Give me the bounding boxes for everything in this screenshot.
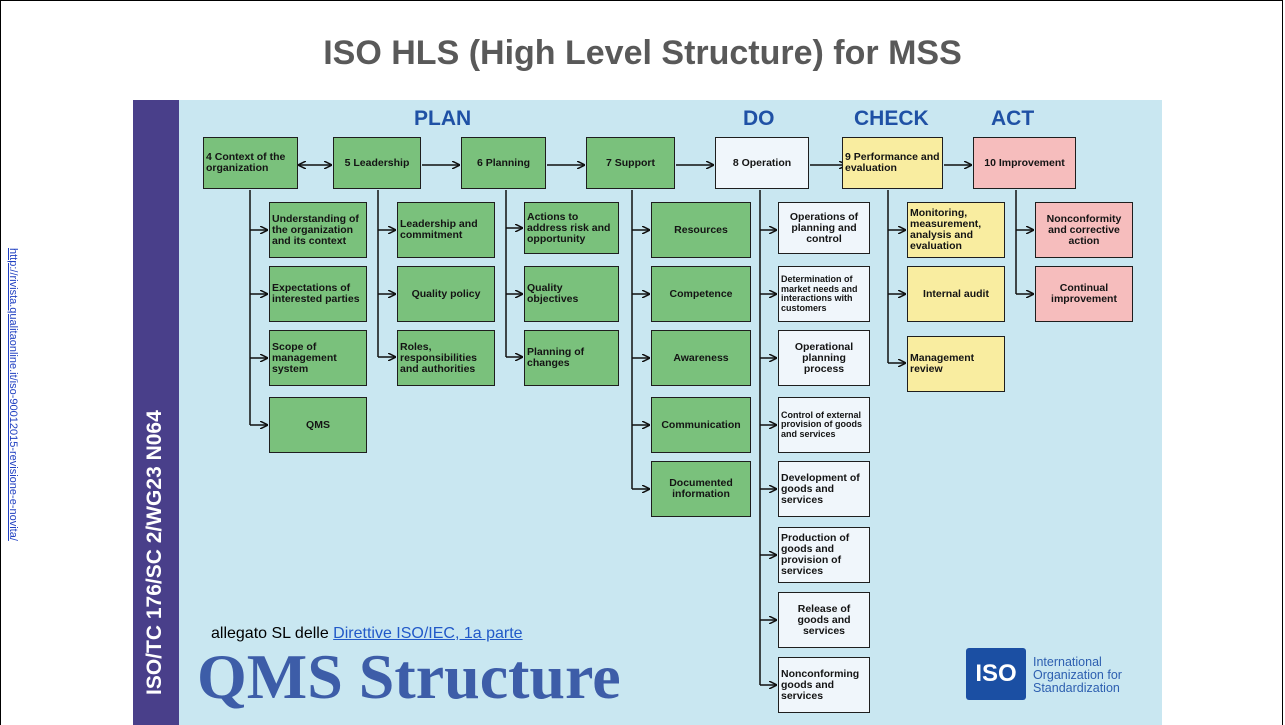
c8-item-operational-planning: Operational planning process <box>778 330 870 386</box>
phase-plan: PLAN <box>414 107 472 130</box>
qms-structure-title: QMS Structure <box>197 641 621 712</box>
c4-item-scope: Scope of management system <box>269 330 367 386</box>
c4-item-understanding: Understanding of the organization and it… <box>269 202 367 258</box>
source-link[interactable]: http://rivista.qualitaonline.it/iso-9001… <box>1 248 23 688</box>
c7-item-competence: Competence <box>651 266 751 322</box>
c5-item-roles: Roles, responsibilities and authorities <box>397 330 495 386</box>
c7-item-documented-info: Documented information <box>651 461 751 517</box>
c10-item-nonconformity: Nonconformity and corrective action <box>1035 202 1133 258</box>
clause-8-operation: 8 Operation <box>715 137 809 189</box>
c6-item-quality-objectives: Quality objectives <box>524 266 619 322</box>
c8-item-external-provision: Control of external provision of goods a… <box>778 397 870 453</box>
slide-title: ISO HLS (High Level Structure) for MSS <box>323 34 962 72</box>
clause-9-performance: 9 Performance and evaluation <box>842 137 943 189</box>
c8-item-release: Release of goods and services <box>778 592 870 648</box>
c4-item-qms: QMS <box>269 397 367 453</box>
clause-10-improvement: 10 Improvement <box>973 137 1076 189</box>
c4-item-expectations: Expectations of interested parties <box>269 266 367 322</box>
c7-item-resources: Resources <box>651 202 751 258</box>
phase-do: DO <box>743 107 775 130</box>
connector-lines <box>249 100 1162 725</box>
c6-item-planning-changes: Planning of changes <box>524 330 619 386</box>
c7-item-awareness: Awareness <box>651 330 751 386</box>
c5-item-leadership-commitment: Leadership and commitment <box>397 202 495 258</box>
c5-item-quality-policy: Quality policy <box>397 266 495 322</box>
iso-org-line-1: International <box>1033 655 1102 669</box>
c9-item-management-review: Management review <box>907 336 1005 392</box>
iso-org-line-2: Organization for <box>1033 668 1122 682</box>
c8-item-operations-planning: Operations of planning and control <box>778 202 870 254</box>
clause-4-context: 4 Context of the organization <box>203 137 298 189</box>
c9-item-monitoring: Monitoring, measurement, analysis and ev… <box>907 202 1005 258</box>
caption-link[interactable]: Direttive ISO/IEC, 1a parte <box>333 625 523 642</box>
clause-5-leadership: 5 Leadership <box>333 137 421 189</box>
clause-6-planning: 6 Planning <box>461 137 546 189</box>
c6-item-actions-risk: Actions to address risk and opportunity <box>524 202 619 254</box>
phase-act: ACT <box>991 107 1035 130</box>
iso-org-name: International Organization for Standardi… <box>1033 656 1122 695</box>
c9-item-internal-audit: Internal audit <box>907 266 1005 322</box>
clause-7-support: 7 Support <box>586 137 675 189</box>
c8-item-nonconforming: Nonconforming goods and services <box>778 657 870 713</box>
source-link-text[interactable]: http://rivista.qualitaonline.it/iso-9001… <box>7 248 19 541</box>
caption: allegato SL delle Direttive ISO/IEC, 1a … <box>211 625 523 643</box>
c8-item-market-needs: Determination of market needs and intera… <box>778 266 870 322</box>
iso-org-line-3: Standardization <box>1033 681 1120 695</box>
c8-item-production: Production of goods and provision of ser… <box>778 527 870 583</box>
c10-item-continual-improvement: Continual improvement <box>1035 266 1133 322</box>
c8-item-development: Development of goods and services <box>778 461 870 517</box>
qms-diagram: ISO/TC 176/SC 2/WG23 N064 PLAN DO CHECK … <box>133 100 1162 725</box>
iso-logo: ISO <box>966 648 1026 700</box>
c7-item-communication: Communication <box>651 397 751 453</box>
phase-check: CHECK <box>854 107 929 130</box>
document-code-bar: ISO/TC 176/SC 2/WG23 N064 <box>133 100 179 725</box>
caption-text: allegato SL delle <box>211 625 334 642</box>
